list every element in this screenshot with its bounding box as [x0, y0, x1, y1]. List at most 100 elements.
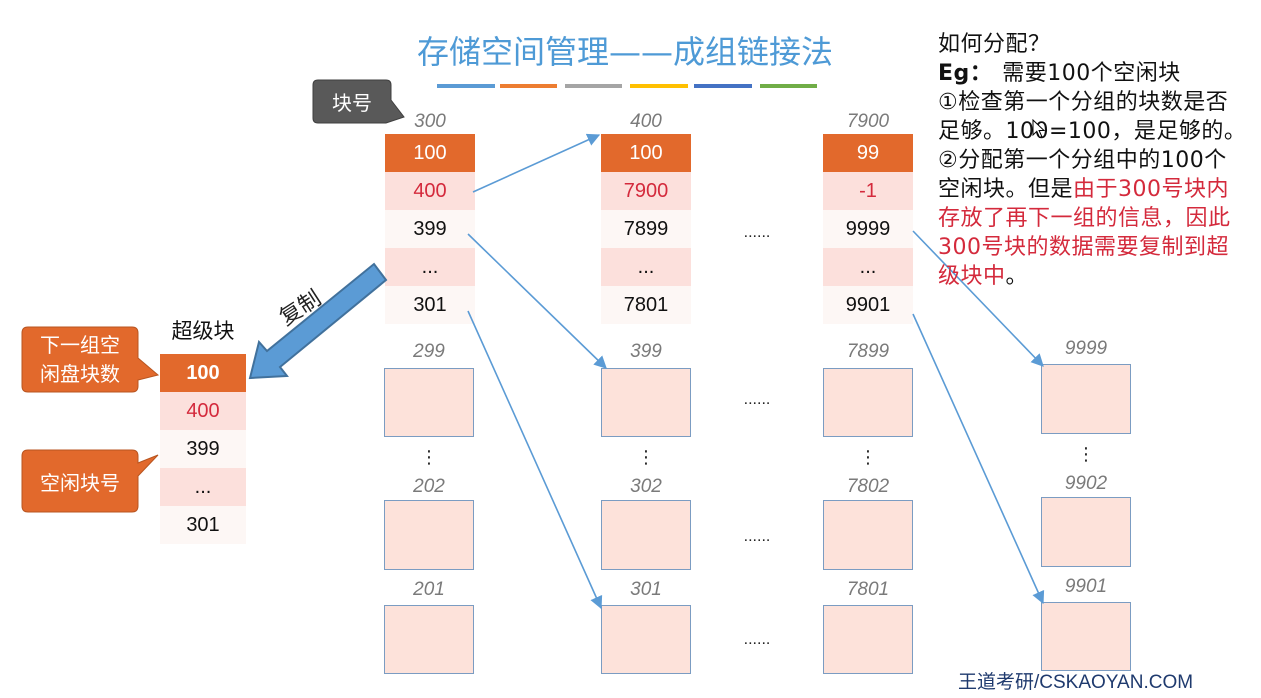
- free-block-column: 299 ⋮ 202 201: [384, 341, 474, 681]
- next-group-pointer-cell: 400: [385, 172, 475, 210]
- free-block: [384, 500, 474, 570]
- horizontal-ellipsis: ......: [743, 631, 771, 648]
- vertical-ellipsis: ⋮: [859, 447, 877, 468]
- free-count-cell: 99: [823, 134, 913, 172]
- block-number-label: 202: [413, 476, 445, 497]
- next-group-count-callout-text: 下一组空闲盘块数: [22, 327, 138, 392]
- free-block-column: 7899 ⋮ 7802 7801: [823, 341, 913, 681]
- explanation-line: 级块中。: [938, 262, 1248, 291]
- block-number-label: 7801: [846, 579, 890, 600]
- free-count-cell: 100: [601, 134, 691, 172]
- vertical-ellipsis: ⋮: [420, 447, 438, 468]
- free-block-number-cell: 301: [160, 506, 246, 544]
- explanation-line: 存放了再下一组的信息，因此: [938, 204, 1248, 233]
- block-number-label: 7802: [846, 476, 890, 497]
- explanation-highlight: 级块中: [938, 264, 1006, 289]
- free-block: [601, 368, 691, 437]
- ellipsis-cell: ...: [601, 248, 691, 286]
- explanation-panel: 如何分配？ Eg：需要100个空闲块 ①检查第一个分组的块数是否 足够。100=…: [938, 30, 1248, 291]
- free-block: [384, 368, 474, 437]
- slide-title: 存储空间管理——成组链接法: [416, 33, 833, 71]
- free-block: [823, 605, 913, 674]
- free-block: [384, 605, 474, 674]
- block-number-label: 399: [630, 341, 662, 362]
- ellipsis-cell: ...: [385, 248, 475, 286]
- link-arrow: [467, 310, 603, 610]
- block-number-callout-label: 块号: [332, 91, 372, 115]
- title-underline-bar: [630, 84, 688, 88]
- explanation-text: 足够。100=100，是足够的。: [938, 119, 1247, 144]
- free-block: [823, 368, 913, 437]
- next-group-pointer-cell: -1: [823, 172, 913, 210]
- title-underline-bar: [694, 84, 752, 88]
- explanation-line: 足够。100=100，是足够的。: [938, 117, 1248, 146]
- group-block-column: 400 100 7900 7899 ... 7801: [601, 110, 691, 324]
- free-block-number-cell: 7899: [601, 210, 691, 248]
- free-block-column: 9999 ⋮ 9902 9901: [1041, 338, 1131, 678]
- explanation-highlight: 300号块的数据需要复制到超: [938, 235, 1229, 260]
- free-block-number-cell: 9999: [823, 210, 913, 248]
- block-number-label: 9999: [1064, 338, 1108, 359]
- explanation-line: ①检查第一个分组的块数是否: [938, 88, 1248, 117]
- free-block: [1041, 602, 1131, 671]
- explanation-line: ②分配第一个分组中的100个: [938, 146, 1248, 175]
- example-prefix: Eg：: [938, 61, 993, 86]
- free-block-number-cell: 399: [160, 430, 246, 468]
- explanation-highlight: 由于300号块内: [1073, 177, 1230, 202]
- title-underline-bar: [565, 84, 622, 88]
- block-number-label: 400: [630, 111, 662, 132]
- free-block: [1041, 497, 1131, 567]
- title-underline-bar: [437, 84, 495, 88]
- explanation-text: 。: [1005, 264, 1029, 289]
- explanation-line: 空闲块。但是由于300号块内: [938, 175, 1248, 204]
- explanation-example: Eg： 需要100个空闲块: [938, 59, 1248, 88]
- free-count-cell: 100: [160, 354, 246, 392]
- copy-label: 复制: [275, 286, 326, 332]
- block-number-label: 300: [414, 111, 446, 132]
- free-block: [601, 605, 691, 674]
- horizontal-ellipsis: ......: [743, 391, 771, 408]
- next-group-pointer-cell: 400: [160, 392, 246, 430]
- vertical-ellipsis: ⋮: [1077, 444, 1095, 465]
- super-block-title: 超级块: [171, 319, 235, 343]
- explanation-line: 300号块的数据需要复制到超: [938, 233, 1248, 262]
- block-number-label: 201: [413, 579, 445, 600]
- title-underline-bar: [500, 84, 557, 88]
- free-block-number-cell: 399: [385, 210, 475, 248]
- explanation-highlight: 存放了再下一组的信息，因此: [938, 206, 1231, 231]
- copy-arrow: [248, 262, 388, 380]
- mouse-cursor-icon: [1032, 119, 1045, 139]
- explanation-text: ②分配第一个分组中的100个: [938, 148, 1227, 173]
- vertical-ellipsis: ⋮: [637, 447, 655, 468]
- link-arrow: [912, 313, 1045, 605]
- block-number-label: 302: [630, 476, 662, 497]
- free-block: [601, 500, 691, 570]
- ellipsis-cell: ...: [823, 248, 913, 286]
- link-arrow: [472, 133, 601, 193]
- block-number-label: 9902: [1064, 473, 1108, 494]
- free-block-number-cell: 9901: [823, 286, 913, 324]
- title-underline-bar: [760, 84, 817, 88]
- ellipsis-cell: ...: [160, 468, 246, 506]
- free-block-numbers-callout-label: 空闲块号: [40, 470, 120, 495]
- next-group-pointer-cell: 7900: [601, 172, 691, 210]
- super-block: 100 400 399 ... 301: [160, 354, 246, 544]
- watermark: 王道考研/CSKAOYAN.COM: [958, 672, 1194, 693]
- block-number-label: 7899: [846, 341, 890, 362]
- block-number-label: 299: [413, 341, 445, 362]
- next-group-count-callout-label: 下一组空闲盘块数: [40, 332, 120, 386]
- free-block: [823, 500, 913, 570]
- horizontal-ellipsis: ......: [743, 528, 771, 545]
- explanation-text: ①检查第一个分组的块数是否: [938, 90, 1229, 115]
- link-arrow: [467, 233, 607, 369]
- horizontal-ellipsis: ......: [743, 224, 771, 241]
- example-text: 需要100个空闲块: [1002, 61, 1181, 86]
- block-number-label: 9901: [1064, 576, 1108, 597]
- free-count-cell: 100: [385, 134, 475, 172]
- free-block-number-cell: 301: [385, 286, 475, 324]
- free-block-number-cell: 7801: [601, 286, 691, 324]
- free-block: [1041, 364, 1131, 434]
- free-block-column: 399 ⋮ 302 301: [601, 341, 691, 681]
- block-number-label: 301: [630, 579, 662, 600]
